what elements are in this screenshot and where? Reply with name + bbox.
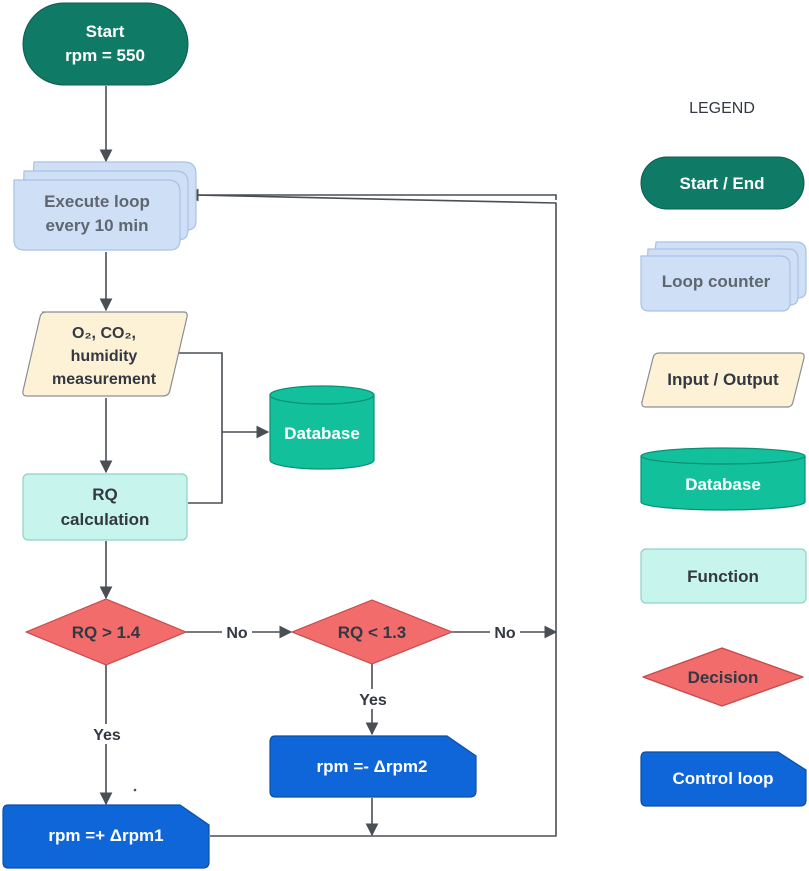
function-label-line2: calculation [61, 510, 150, 529]
legend-loop-label: Loop counter [662, 272, 771, 291]
function-box: RQ calculation [22, 473, 188, 541]
decision-rq-gt: RQ > 1.4 [25, 598, 187, 666]
decision2-shape [291, 599, 453, 665]
yes-label-2: Yes [359, 692, 387, 709]
database-cylinder: Database [269, 385, 375, 470]
legend-database-body [640, 455, 806, 511]
decision1-label: RQ > 1.4 [72, 623, 141, 642]
control2-label: rpm =- Δrpm2 [317, 757, 428, 776]
loop-label-line2: every 10 min [45, 216, 148, 235]
legend-decision-label: Decision [688, 668, 759, 687]
legend-loop-counter: Loop counter [640, 241, 807, 312]
legend-input-output: Input / Output [641, 352, 805, 408]
start-terminator: Start rpm = 550 [22, 2, 189, 86]
control-loop-2: rpm =- Δrpm2 [269, 735, 477, 798]
arrow-feedback-into-loop [185, 188, 557, 202]
decision2-label: RQ < 1.3 [338, 623, 407, 642]
io-label-line1: O₂, CO₂, [72, 325, 136, 342]
function-label-line1: RQ [92, 485, 118, 504]
yes-label-1-bg [88, 724, 126, 744]
legend-start-end-label: Start / End [679, 174, 764, 193]
legend-start-end: Start / End [640, 156, 805, 210]
io-label-line2: humidity [71, 348, 138, 365]
start-label-line2: rpm = 550 [65, 46, 145, 65]
control1-label: rpm =+ Δrpm1 [48, 826, 163, 845]
control-loop-1: rpm =+ Δrpm1 [2, 804, 210, 869]
legend-function-shape [640, 548, 807, 604]
function-shape [22, 473, 188, 541]
legend: LEGEND Start / End Loop counter Input / … [640, 100, 807, 807]
io-shape [22, 311, 188, 397]
stray-dot [133, 788, 137, 792]
decision-rq-lt: RQ < 1.3 [291, 599, 453, 665]
control1-shape [2, 804, 210, 869]
legend-database: Database [640, 447, 806, 511]
database-body [269, 394, 375, 470]
yes-label-1: Yes [93, 727, 121, 744]
no-label-1: No [226, 625, 248, 642]
loop-stack-front [13, 179, 181, 251]
legend-control-shape [640, 751, 807, 807]
database-label: Database [284, 424, 360, 443]
loop-counter-box: Execute loop every 10 min [13, 161, 197, 251]
control2-shape [269, 735, 477, 798]
legend-control-loop: Control loop [640, 751, 807, 807]
line-function-to-database [188, 432, 223, 504]
legend-io-shape [641, 352, 805, 408]
input-output-box: O₂, CO₂, humidity measurement [22, 311, 188, 397]
legend-decision-shape [642, 647, 804, 707]
connectors [99, 86, 558, 837]
legend-database-top [640, 447, 806, 465]
legend-function: Function [640, 548, 807, 604]
start-label-line1: Start [86, 22, 125, 41]
line-io-to-database [168, 352, 223, 432]
no-label-2-bg [490, 622, 520, 642]
legend-control-label: Control loop [672, 769, 773, 788]
loop-label-line1: Execute loop [44, 192, 150, 211]
legend-io-label: Input / Output [667, 370, 779, 389]
no-label-2: No [494, 625, 516, 642]
yes-label-2-bg [354, 689, 392, 709]
database-top [269, 385, 375, 405]
legend-loop-front [640, 255, 791, 312]
start-shape [22, 2, 189, 86]
legend-decision: Decision [642, 647, 804, 707]
legend-start-end-shape [640, 156, 805, 210]
decision1-shape [25, 598, 187, 666]
legend-database-label: Database [685, 475, 761, 494]
line-feedback-loop [192, 194, 557, 837]
io-label-line3: measurement [52, 371, 157, 388]
legend-function-label: Function [687, 567, 759, 586]
legend-title: LEGEND [689, 100, 755, 117]
no-label-1-bg [222, 622, 252, 642]
